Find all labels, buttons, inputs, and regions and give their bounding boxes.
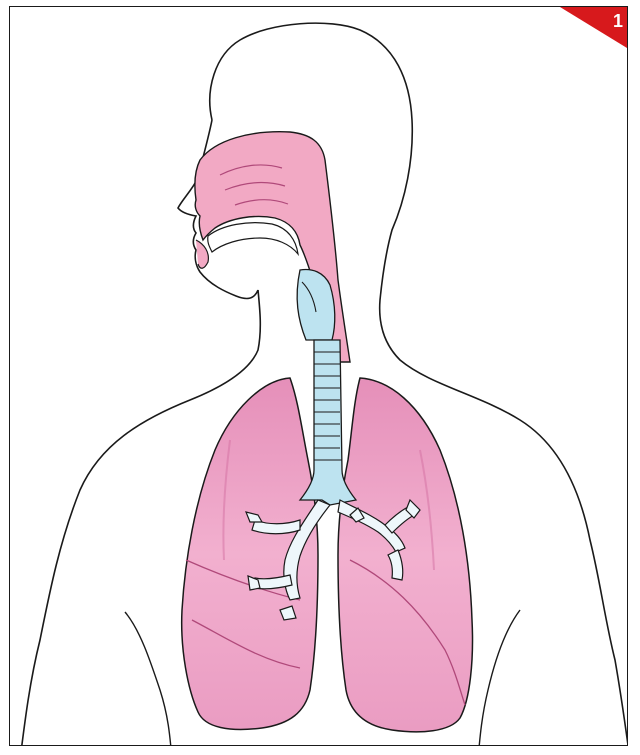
right-arm-line: [478, 610, 520, 755]
tongue: [208, 223, 298, 254]
page-number: 1: [613, 12, 623, 30]
lips: [196, 240, 208, 268]
left-arm-line: [125, 612, 172, 755]
left-lung: [338, 378, 473, 732]
